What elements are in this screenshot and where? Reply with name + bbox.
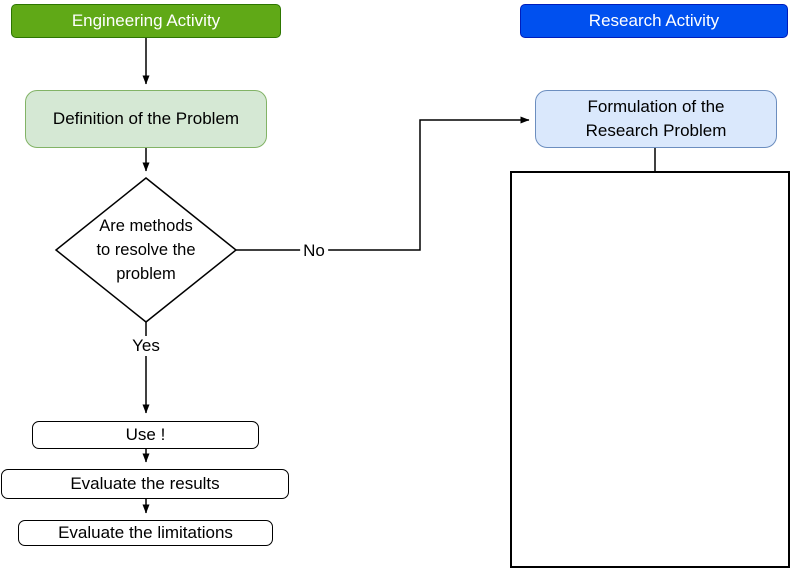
edge-no-decision-to-formulation: [236, 116, 530, 251]
node-research-area-rectangle: [510, 171, 790, 568]
node-evaluate-the-limitations: Evaluate the limitations: [18, 520, 273, 546]
lane-title-engineering-activity: Engineering Activity: [11, 4, 281, 38]
decision-label-line1: Are methods: [99, 217, 193, 235]
evaluate-results-label: Evaluate the results: [70, 473, 220, 493]
decision-diamond-shape: [54, 177, 238, 323]
formulation-label-line2: Research Problem: [585, 121, 727, 140]
node-use: Use !: [32, 421, 259, 449]
formulation-label-line1: Formulation of the: [587, 97, 725, 116]
use-label: Use !: [125, 424, 166, 444]
node-decision-are-methods: Are methods to resolve the problem: [76, 214, 216, 286]
decision-label-line3: problem: [116, 265, 176, 283]
node-formulation-of-research-problem: Formulation of the Research Problem: [535, 90, 777, 148]
engineering-activity-label: Engineering Activity: [71, 10, 221, 30]
edge-label-no: No: [300, 241, 328, 261]
decision-label-line2: to resolve the: [96, 241, 196, 259]
edge-label-yes: Yes: [129, 336, 163, 356]
definition-label: Definition of the Problem: [52, 108, 240, 128]
node-evaluate-the-results: Evaluate the results: [1, 469, 289, 499]
lane-title-research-activity: Research Activity: [520, 4, 788, 38]
research-activity-label: Research Activity: [588, 10, 720, 30]
node-definition-of-the-problem: Definition of the Problem: [25, 90, 267, 148]
evaluate-limitations-label: Evaluate the limitations: [58, 522, 233, 542]
